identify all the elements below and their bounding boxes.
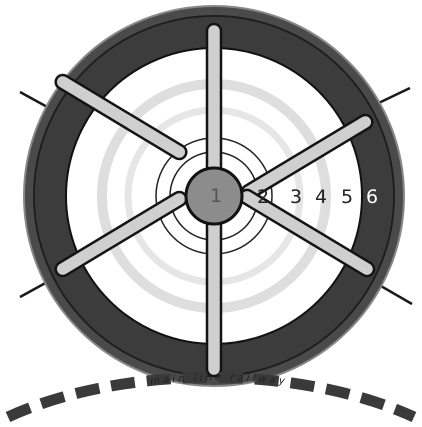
spoke-bottom [207,218,221,376]
ring-number-3: 3 [290,186,302,208]
ring-number-1: 1 [210,185,222,207]
spoke-top [207,24,221,174]
ring-number-6: 6 [366,186,378,208]
ring-number-5: 5 [341,186,353,208]
ring-number-4: 4 [315,186,327,208]
ring-number-2: 2 [257,186,269,208]
